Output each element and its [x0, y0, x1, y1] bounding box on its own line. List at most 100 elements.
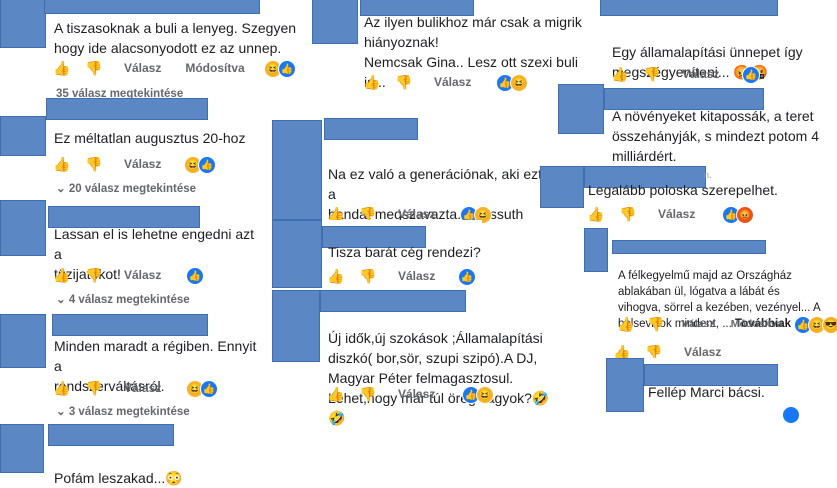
comment-text: Lassan el is lehetne engedni azt a tüzij…	[54, 226, 255, 282]
avatar[interactable]	[0, 424, 44, 473]
dislike-icon[interactable]: 👎	[85, 155, 103, 172]
see-more-link[interactable]: Továbbiak	[734, 318, 792, 330]
reply-button[interactable]: Válasz	[684, 345, 722, 359]
avatar[interactable]	[0, 116, 46, 156]
reaction-summary[interactable]: 👍 😆 😎	[794, 316, 837, 334]
avatar[interactable]	[0, 314, 46, 368]
avatar[interactable]	[606, 358, 644, 412]
dislike-icon[interactable]: 👎	[643, 65, 661, 82]
view-replies-label[interactable]: 4 válasz megtekintése	[68, 294, 190, 306]
reply-button[interactable]: Válasz	[658, 207, 696, 221]
like-icon[interactable]: 👍	[617, 315, 635, 332]
author-name[interactable]	[604, 88, 764, 110]
reaction-summary[interactable]: 👍 😡	[722, 206, 754, 224]
dislike-icon[interactable]: 👎	[645, 343, 663, 360]
reaction-summary[interactable]: 👍	[186, 267, 204, 285]
reaction-summary[interactable]: 😆 👍	[264, 60, 296, 78]
comment-card: Egy államalapítási ünnepet így megszégye…	[600, 0, 837, 86]
author-name[interactable]	[48, 206, 200, 228]
like-icon[interactable]: 👍	[363, 73, 381, 90]
author-name[interactable]	[52, 314, 208, 336]
comment-card: A növényeket kitapossák, a teret összehá…	[558, 84, 837, 178]
comment-card: Az ilyen bulikhoz már csak a migrik hián…	[312, 0, 594, 96]
reaction-summary[interactable]: 👍	[742, 66, 760, 84]
view-replies-label[interactable]: 20 válasz megtekintése	[68, 183, 197, 195]
dislike-icon[interactable]: 👎	[619, 205, 637, 222]
author-name[interactable]	[360, 0, 474, 16]
like-icon[interactable]: 👍	[53, 379, 71, 396]
view-replies-link[interactable]: 35 válasz megtekintése	[56, 88, 184, 100]
dislike-icon[interactable]: 👎	[359, 205, 377, 222]
comment-actions: 👍 👎 Válasz	[53, 266, 162, 283]
author-name[interactable]	[44, 0, 260, 14]
reaction-summary[interactable]: 👍	[458, 268, 476, 286]
like-icon[interactable]: 👍	[53, 59, 71, 76]
comment-text: Legalább poloska szerepelhet.	[588, 182, 778, 198]
edited-label[interactable]: Módosítva	[185, 61, 245, 75]
like-icon[interactable]: 👍	[611, 65, 629, 82]
dislike-icon[interactable]: 👎	[359, 385, 377, 402]
reply-button[interactable]: Válasz	[682, 318, 715, 330]
reply-button[interactable]: Válasz	[398, 207, 436, 221]
avatar[interactable]	[272, 120, 322, 220]
author-name[interactable]	[612, 240, 766, 254]
avatar[interactable]	[540, 166, 584, 208]
like-icon[interactable]: 👍	[613, 343, 631, 360]
dislike-icon[interactable]: 👎	[85, 59, 103, 76]
like-icon[interactable]: 👍	[53, 155, 71, 172]
comment-card: 👍 👎 Válasz	[600, 340, 800, 360]
edited-label[interactable]: Módosítva	[730, 318, 783, 330]
avatar[interactable]	[0, 200, 46, 256]
haha-reaction-icon: 😆	[510, 74, 528, 92]
reaction-summary[interactable]: 😆 👍	[184, 156, 216, 174]
comment-text: A félkegyelmű majd az Országház ablakába…	[618, 252, 832, 332]
reply-button[interactable]: Válasz	[398, 269, 436, 283]
avatar[interactable]	[312, 0, 358, 44]
avatar[interactable]	[0, 0, 46, 48]
comment-card: Na ez való a generációnak, aki ezt a ban…	[272, 114, 546, 262]
comment-actions: 👍 👎 Válasz	[327, 205, 436, 222]
view-replies-label[interactable]: 3 válasz megtekintése	[68, 406, 190, 418]
dislike-icon[interactable]: 👎	[395, 73, 413, 90]
haha-reaction-icon: 😆	[186, 380, 204, 398]
view-replies-link[interactable]: ⌄ 3 válasz megtekintése	[56, 406, 190, 418]
like-icon[interactable]: 👍	[53, 266, 71, 283]
name-suffix: n.	[704, 170, 712, 180]
haha-reaction-icon: 😆	[474, 206, 492, 224]
avatar[interactable]	[272, 290, 320, 362]
author-name[interactable]	[644, 364, 778, 386]
like-icon[interactable]: 👍	[327, 385, 345, 402]
author-name[interactable]	[46, 98, 208, 120]
like-reaction-icon[interactable]	[782, 406, 800, 424]
author-name[interactable]	[600, 0, 778, 16]
reply-button[interactable]: Válasz	[434, 75, 472, 89]
like-icon[interactable]: 👍	[327, 267, 345, 284]
reply-button[interactable]: Válasz	[124, 268, 162, 282]
reaction-summary[interactable]: 👍 😆	[462, 386, 494, 404]
view-replies-link[interactable]: ⌄ 4 válasz megtekintése	[56, 294, 190, 306]
author-name[interactable]	[584, 166, 706, 188]
author-name[interactable]	[48, 424, 174, 446]
comment-text-body: A félkegyelmű majd az Országház ablakába…	[618, 270, 821, 330]
reply-button[interactable]: Válasz	[124, 157, 162, 171]
dislike-icon[interactable]: 👎	[359, 267, 377, 284]
avatar[interactable]	[584, 228, 608, 272]
reply-button[interactable]: Válasz	[124, 61, 162, 75]
dislike-icon[interactable]: 👎	[85, 379, 103, 396]
author-name[interactable]	[320, 290, 466, 312]
reply-button[interactable]: Válasz	[124, 381, 162, 395]
like-icon[interactable]: 👍	[587, 205, 605, 222]
reaction-summary[interactable]: 😆 👍	[186, 380, 218, 398]
reaction-summary[interactable]: 👍 😆	[496, 74, 528, 92]
avatar[interactable]	[558, 84, 604, 134]
like-icon[interactable]: 👍	[327, 205, 345, 222]
author-name[interactable]	[324, 118, 418, 140]
author-name[interactable]	[322, 226, 426, 248]
dislike-icon[interactable]: 👎	[85, 266, 103, 283]
dislike-icon[interactable]: 👎	[647, 315, 665, 332]
avatar[interactable]	[272, 220, 322, 288]
reply-button[interactable]: Válasz	[398, 387, 436, 401]
view-replies-link[interactable]: ⌄ 20 válasz megtekintése	[56, 183, 197, 195]
reaction-summary[interactable]: 👍 😆	[460, 206, 492, 224]
reply-button[interactable]: Válasz	[682, 67, 720, 81]
